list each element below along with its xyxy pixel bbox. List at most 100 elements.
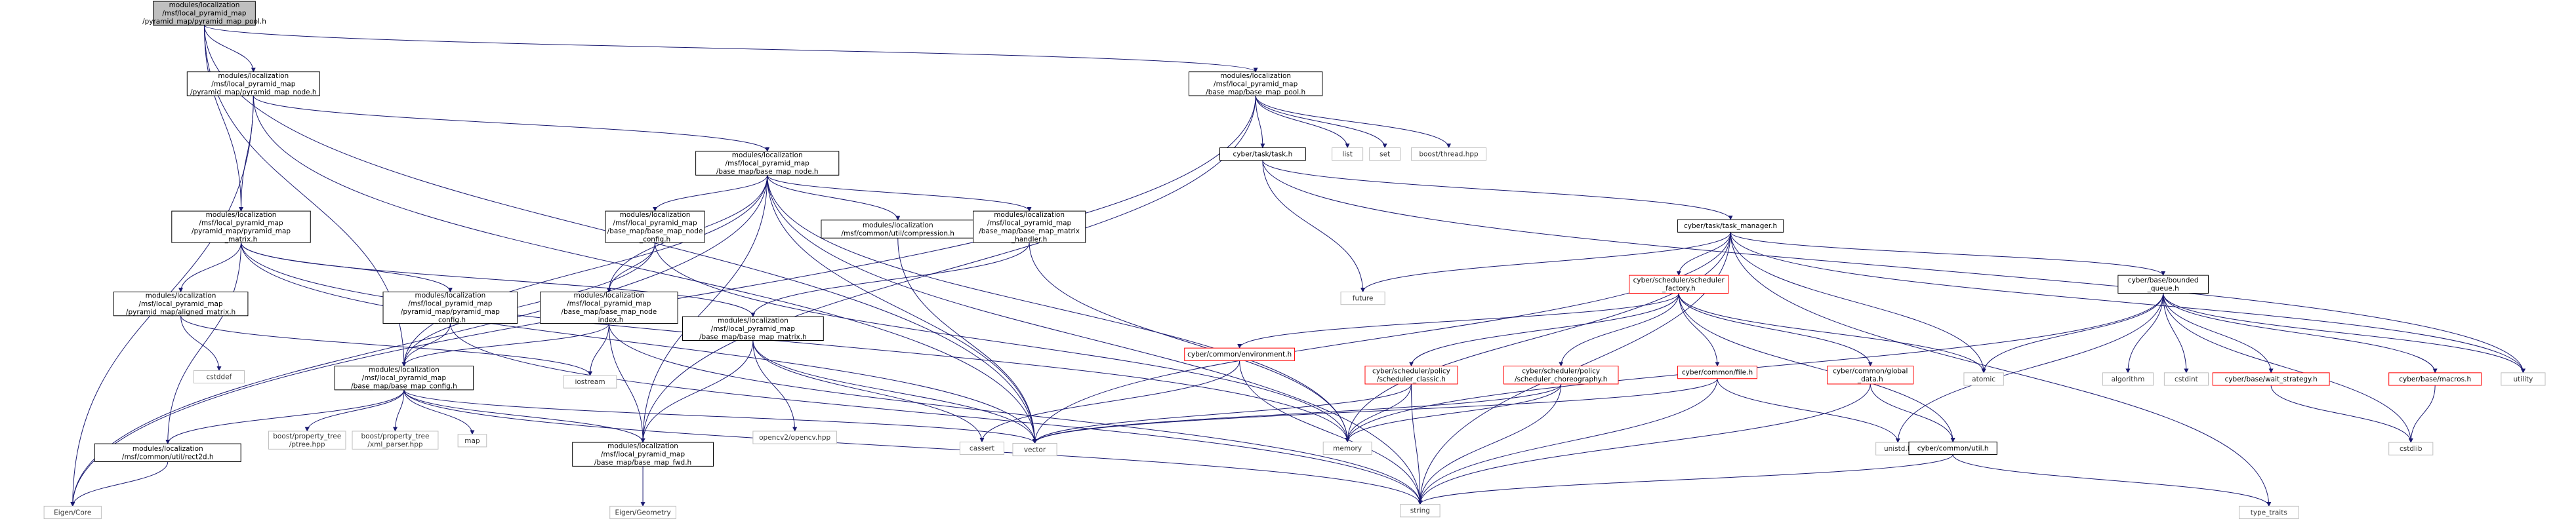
- edge-bmn-config-to-memory: [655, 242, 1350, 443]
- node-label-line: cyber/scheduler/policy: [1522, 368, 1600, 376]
- node-set: set: [1369, 147, 1401, 161]
- node-sched-choreo[interactable]: cyber/scheduler/policy/scheduler_choreog…: [1503, 366, 1619, 385]
- node-pm-matrix[interactable]: modules/localization/msf/local_pyramid_m…: [171, 210, 311, 244]
- node-task-manager[interactable]: cyber/task/task_manager.h: [1677, 219, 1784, 233]
- edge-bm-matrix-handler-to-bm-matrix: [750, 242, 1030, 317]
- node-bm-config[interactable]: modules/localization/msf/local_pyramid_m…: [334, 366, 474, 391]
- edge-pm-matrix-to-memory: [241, 242, 1350, 443]
- node-label-line: /msf/local_pyramid_map: [601, 451, 685, 459]
- node-environment[interactable]: cyber/common/environment.h: [1184, 347, 1296, 361]
- node-bmn-index[interactable]: modules/localization/msf/local_pyramid_m…: [540, 291, 678, 324]
- edge-bm-matrix-to-vector: [752, 340, 1037, 444]
- edge-root-to-pm-node: [203, 25, 256, 73]
- node-label-line: cyber/common/global: [1833, 368, 1908, 376]
- node-label-line: /base_map/base_map_node: [562, 308, 657, 316]
- edge-bm-config-to-vector: [403, 389, 1037, 444]
- edge-sched-factory-to-cyber-util: [1678, 293, 1955, 443]
- node-label-line: vector: [1024, 446, 1046, 454]
- edge-bounded-queue-to-atomic: [1981, 293, 2164, 374]
- node-box: [1629, 275, 1729, 294]
- node-box: [457, 434, 487, 448]
- node-box: [695, 151, 840, 176]
- node-label-line: cyber/base/macros.h: [2399, 376, 2471, 383]
- node-box: [2117, 275, 2209, 294]
- edge-sched-factory-to-sched-classic: [1409, 293, 1679, 367]
- node-task[interactable]: cyber/task/task.h: [1219, 147, 1306, 161]
- edge-bm-pool-to-set: [1255, 95, 1387, 149]
- edge-sched-factory-to-environment: [1237, 293, 1679, 349]
- edge-bm-node-to-eigen-core: [70, 175, 768, 507]
- node-aligned[interactable]: modules/localization/msf/local_pyramid_m…: [113, 291, 249, 317]
- node-label-line: modules/localization: [620, 211, 691, 219]
- edge-pm-matrix-to-bm-matrix: [241, 242, 756, 317]
- node-root[interactable]: modules/localization/msf/local_pyramid_m…: [142, 1, 266, 26]
- node-pm-node[interactable]: modules/localization/msf/local_pyramid_m…: [186, 71, 320, 96]
- node-bm-matrix[interactable]: modules/localization/msf/local_pyramid_m…: [682, 316, 824, 341]
- node-type-traits: type_traits: [2238, 505, 2299, 520]
- node-label-line: modules/localization: [206, 211, 277, 219]
- node-box: [1340, 291, 1385, 305]
- node-box: [1827, 366, 1914, 385]
- node-box: [821, 220, 975, 239]
- node-bmn-config[interactable]: modules/localization/msf/local_pyramid_m…: [605, 210, 705, 244]
- edge-compression-to-vector: [897, 238, 1038, 444]
- edge-sched-factory-to-atomic: [1678, 293, 1986, 374]
- node-wait-strategy[interactable]: cyber/base/wait_strategy.h: [2212, 372, 2330, 386]
- edge-sched-factory-to-global-data: [1678, 293, 1873, 367]
- node-box: [1184, 347, 1296, 361]
- edge-root-to-bm-pool: [203, 24, 1258, 73]
- node-label-line: /msf/local_pyramid_map: [162, 10, 247, 18]
- node-box: [113, 291, 249, 317]
- node-label-line: /msf/common/util/rect2d.h: [122, 453, 214, 461]
- edge-bm-matrix-to-bm-fwd: [640, 340, 754, 443]
- node-label-line: boost/property_tree: [361, 433, 429, 440]
- edge-pm-matrix-to-vector: [241, 242, 1037, 444]
- node-label-line: /msf/local_pyramid_map: [613, 219, 697, 227]
- node-cyber-util[interactable]: cyber/common/util.h: [1908, 441, 1997, 455]
- node-box: [563, 375, 617, 389]
- node-label-line: /msf/local_pyramid_map: [567, 300, 651, 308]
- edge-bounded-queue-to-cstdint: [2163, 293, 2189, 374]
- node-label-line: _index.h: [594, 317, 623, 324]
- node-label-line: modules/localization: [718, 317, 788, 324]
- edge-bm-pool-to-task: [1255, 95, 1265, 149]
- edge-bounded-queue-to-algorithm: [2125, 293, 2164, 374]
- node-iostream: iostream: [563, 375, 617, 389]
- node-label-line: /base_map/base_map_config.h: [351, 383, 457, 391]
- node-label-line: cyber/scheduler/scheduler: [1633, 277, 1725, 284]
- node-box: [94, 443, 241, 463]
- node-box: [2388, 442, 2434, 455]
- nodes-layer: modules/localization/msf/local_pyramid_m…: [43, 1, 2546, 520]
- edge-sched-classic-to-memory: [1345, 383, 1412, 443]
- node-file[interactable]: cyber/common/file.h: [1677, 366, 1757, 379]
- edge-file-to-unistd: [1717, 378, 1900, 443]
- node-global-data[interactable]: cyber/common/global_data.h: [1827, 366, 1914, 385]
- node-bm-pool[interactable]: modules/localization/msf/local_pyramid_m…: [1188, 71, 1323, 96]
- node-compression[interactable]: modules/localization/msf/common/util/com…: [821, 220, 975, 239]
- edge-bm-matrix-handler-to-memory: [1029, 242, 1350, 443]
- node-box: [352, 431, 439, 450]
- node-bounded-queue[interactable]: cyber/base/bounded_queue.h: [2117, 275, 2209, 294]
- node-label-line: modules/localization: [863, 222, 933, 229]
- edge-bm-pool-to-boost-thread: [1255, 95, 1451, 149]
- node-cassert: cassert: [959, 441, 1005, 455]
- node-sched-classic[interactable]: cyber/scheduler/policy/scheduler_classic…: [1364, 366, 1458, 385]
- node-bm-node[interactable]: modules/localization/msf/local_pyramid_m…: [695, 151, 840, 176]
- node-macros[interactable]: cyber/base/macros.h: [2388, 372, 2482, 386]
- node-rect2d[interactable]: modules/localization/msf/common/util/rec…: [94, 443, 241, 463]
- node-label-line: /msf/local_pyramid_map: [211, 80, 296, 88]
- edge-task-manager-to-bounded-queue: [1730, 232, 2166, 276]
- node-label-line: /msf/local_pyramid_map: [987, 219, 1072, 227]
- node-label-line: /pyramid_map/pyramid_map_pool.h: [142, 18, 266, 26]
- node-label-line: cyber/base/wait_strategy.h: [2225, 376, 2318, 383]
- edge-file-to-string: [1418, 378, 1718, 505]
- node-box: [153, 1, 256, 26]
- node-pm-config[interactable]: modules/localization/msf/local_pyramid_m…: [382, 291, 518, 324]
- node-label-line: cyber/task/task.h: [1233, 151, 1293, 159]
- node-bm-matrix-handler[interactable]: modules/localization/msf/local_pyramid_m…: [973, 210, 1086, 244]
- edge-bounded-queue-to-utility: [2163, 293, 2525, 374]
- node-label-line: modules/localization: [169, 1, 240, 9]
- node-bm-fwd[interactable]: modules/localization/msf/local_pyramid_m…: [572, 442, 714, 467]
- node-sched-factory[interactable]: cyber/scheduler/scheduler_factory.h: [1629, 275, 1729, 294]
- node-label-line: boost/property_tree: [273, 433, 341, 440]
